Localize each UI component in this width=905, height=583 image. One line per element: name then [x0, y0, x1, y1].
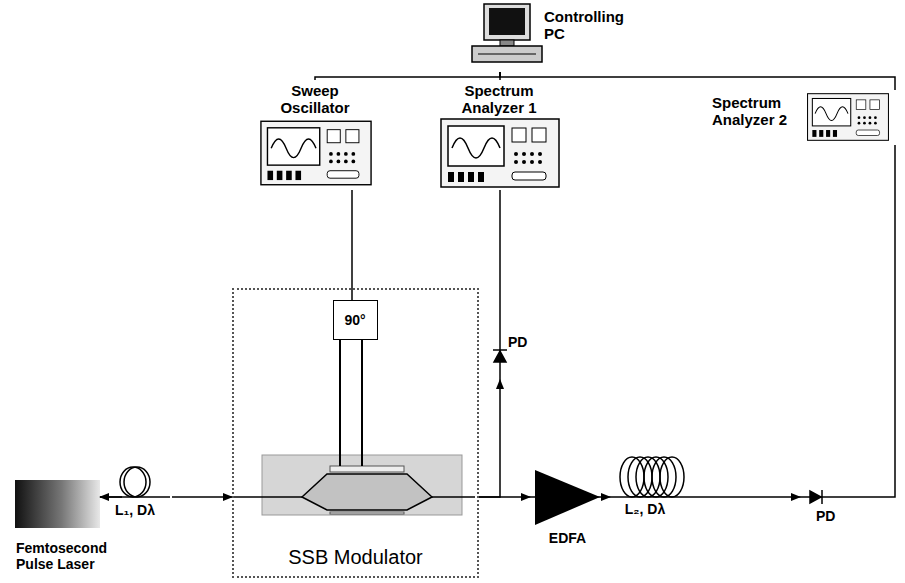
connector-line: [172, 496, 232, 498]
connector-line: [850, 145, 895, 497]
photodiode-symbol: [800, 490, 850, 504]
node-label: Controlling PC: [544, 8, 620, 42]
node-label: EDFA: [530, 530, 605, 546]
node-label: SSB Modulator: [234, 546, 477, 569]
node-label: PD: [816, 508, 850, 524]
node-label: PD: [508, 334, 535, 350]
laser-node: Femtosecond Pulse Laser: [12, 478, 122, 580]
node-label: 90°: [334, 312, 376, 328]
instrument-node: Spectrum Analyzer 1: [438, 80, 562, 190]
node-label: Spectrum Analyzer 2: [712, 94, 796, 128]
instrument-node: Spectrum Analyzer 2: [712, 90, 902, 145]
spectrum-analyzer-icon: [808, 94, 889, 141]
phase-shifter-box: 90°: [333, 300, 378, 340]
connector-line: [479, 496, 530, 498]
connector-line: [607, 496, 610, 498]
fiber-node: L₂, Dλ: [610, 455, 700, 520]
connector-line: [100, 496, 122, 498]
node-label: L₁, Dλ: [100, 502, 170, 518]
fiber-coil: [610, 457, 700, 497]
instrument-node: Sweep Oscillator: [255, 80, 377, 190]
connector-line: [700, 496, 800, 498]
connector-line: [499, 190, 501, 330]
spectrum-analyzer-icon: [441, 119, 559, 187]
mach-zehnder-modulator: [232, 338, 475, 515]
computer-node: Controlling PC: [470, 2, 620, 72]
node-label: Sweep Oscillator: [255, 82, 375, 116]
modulator-box: SSB Modulator 90°: [232, 288, 479, 578]
pc-icon: [472, 4, 542, 62]
amplifier-node: EDFA: [530, 465, 607, 550]
connector-line: [351, 190, 353, 300]
node-label: Femtosecond Pulse Laser: [16, 540, 122, 572]
photodiode-symbol: [493, 330, 507, 380]
connector-line: [500, 72, 895, 90]
edfa-amplifier: [530, 470, 605, 525]
connector-line: [479, 380, 500, 497]
connector-line: [315, 72, 500, 80]
fiber-coil: [100, 467, 170, 497]
laser-body: [15, 480, 100, 528]
photodiode-node: PD: [800, 488, 850, 536]
node-label: Spectrum Analyzer 1: [438, 82, 560, 116]
photodiode-node: PD: [490, 330, 535, 380]
sweep-oscillator-icon: [261, 121, 371, 184]
fiber-node: L₁, Dλ: [100, 460, 172, 520]
node-label: L₂, Dλ: [610, 501, 680, 517]
